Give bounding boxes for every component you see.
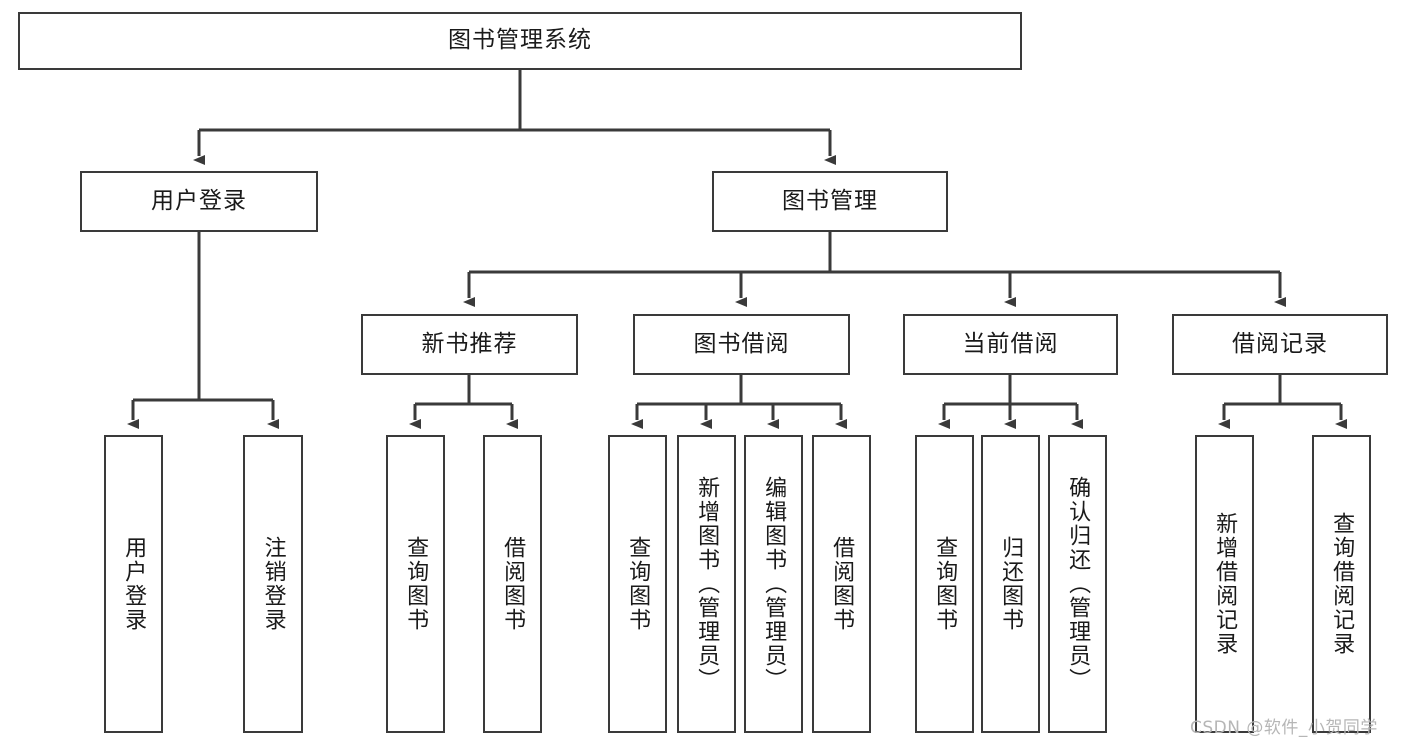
node-root-label: 图书管理系统 — [448, 27, 592, 54]
leaf-return-book[interactable]: 归还图书 — [981, 435, 1040, 733]
node-book-borrow-label: 图书借阅 — [693, 330, 790, 357]
node-book-management-label: 图书管理 — [782, 187, 878, 214]
node-borrow-record-label: 借阅记录 — [1232, 330, 1328, 357]
leaf-borrow-book[interactable]: 借阅图书 — [812, 435, 871, 733]
node-user-login[interactable]: 用户登录 — [80, 171, 318, 232]
leaf-confirm-return-admin-label: 确认归还（管理员） — [1065, 476, 1091, 692]
node-book-borrow[interactable]: 图书借阅 — [633, 314, 850, 375]
leaf-add-borrow-record[interactable]: 新增借阅记录 — [1195, 435, 1254, 733]
leaf-add-book-admin-label: 新增图书（管理员） — [694, 476, 720, 692]
node-user-login-label: 用户登录 — [151, 187, 247, 214]
leaf-confirm-return-admin[interactable]: 确认归还（管理员） — [1048, 435, 1107, 733]
leaf-query-book[interactable]: 查询图书 — [608, 435, 667, 733]
leaf-return-book-label: 归还图书 — [998, 536, 1024, 632]
node-new-book-recommend-label: 新书推荐 — [421, 330, 518, 357]
leaf-query-book-label: 查询图书 — [625, 536, 651, 632]
leaf-edit-book-admin-label: 编辑图书（管理员） — [761, 476, 787, 692]
leaf-edit-book-admin[interactable]: 编辑图书（管理员） — [744, 435, 803, 733]
leaf-query-borrow-record[interactable]: 查询借阅记录 — [1312, 435, 1371, 733]
node-new-book-recommend[interactable]: 新书推荐 — [361, 314, 578, 375]
watermark: CSDN @软件_小贺同学 — [1190, 718, 1378, 738]
leaf-user-logout-label: 注销登录 — [260, 536, 286, 632]
leaf-user-login-label: 用户登录 — [121, 536, 147, 632]
leaf-user-login[interactable]: 用户登录 — [104, 435, 163, 733]
node-book-management[interactable]: 图书管理 — [712, 171, 948, 232]
leaf-borrow-book-recommend-label: 借阅图书 — [500, 536, 526, 632]
node-borrow-record[interactable]: 借阅记录 — [1172, 314, 1388, 375]
node-current-borrow-label: 当前借阅 — [962, 330, 1059, 357]
leaf-borrow-book-label: 借阅图书 — [829, 536, 855, 632]
leaf-query-book-current[interactable]: 查询图书 — [915, 435, 974, 733]
leaf-query-book-recommend[interactable]: 查询图书 — [386, 435, 445, 733]
leaf-query-book-recommend-label: 查询图书 — [403, 536, 429, 632]
leaf-add-borrow-record-label: 新增借阅记录 — [1212, 512, 1238, 656]
leaf-query-borrow-record-label: 查询借阅记录 — [1329, 512, 1355, 656]
leaf-query-book-current-label: 查询图书 — [932, 536, 958, 632]
node-current-borrow[interactable]: 当前借阅 — [903, 314, 1118, 375]
node-root[interactable]: 图书管理系统 — [18, 12, 1022, 70]
leaf-borrow-book-recommend[interactable]: 借阅图书 — [483, 435, 542, 733]
leaf-add-book-admin[interactable]: 新增图书（管理员） — [677, 435, 736, 733]
leaf-user-logout[interactable]: 注销登录 — [243, 435, 303, 733]
